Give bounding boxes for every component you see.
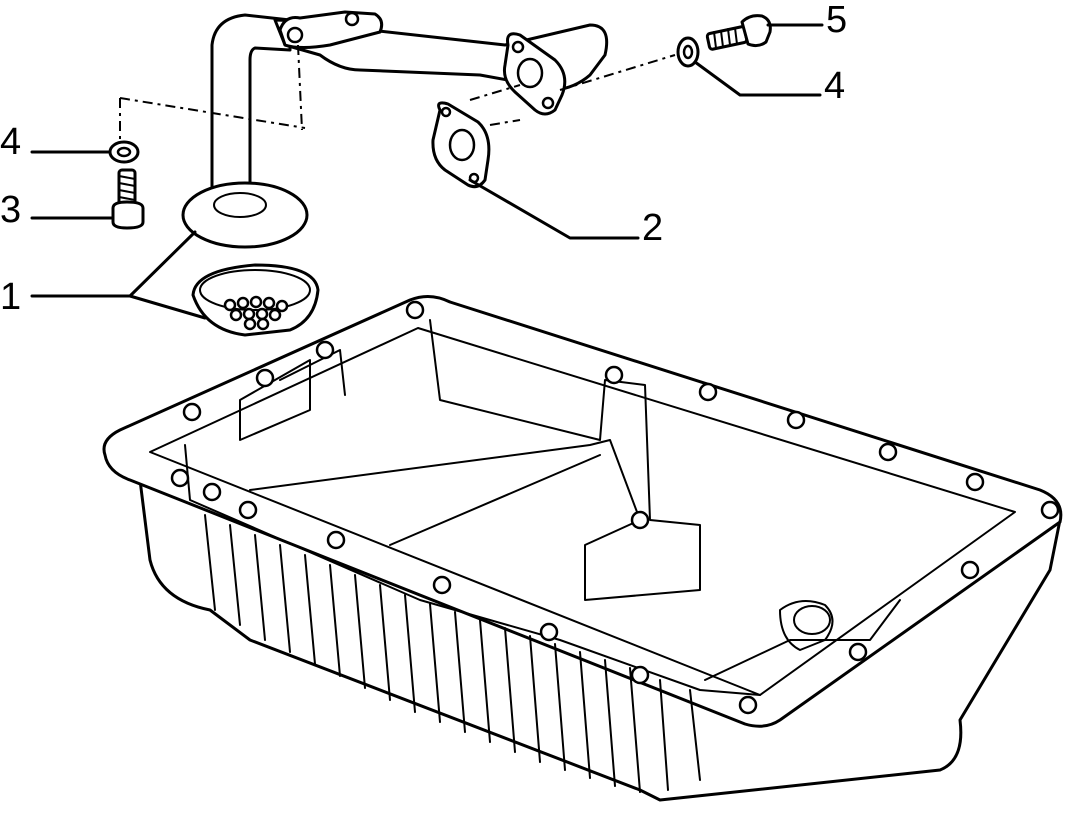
leader-lines (30, 23, 824, 320)
pickup-strainer-cap (181, 181, 309, 249)
callouts: 1 2 3 4 4 5 (0, 0, 847, 318)
flange-bolt-hole-b (541, 96, 555, 110)
oil-pan-bolt-holes (170, 300, 1060, 715)
leader-4-right (693, 60, 822, 97)
bolt-left-thread (118, 175, 136, 201)
assembly-centerlines (119, 44, 676, 140)
pickup-strainer-cap-collar (213, 192, 267, 218)
gasket-port (448, 128, 476, 162)
callout-1: 1 (0, 276, 21, 318)
pickup-tube-bracket-hole (286, 26, 304, 44)
gasket-bolt-hole-a (440, 106, 452, 118)
strainer-screen (191, 263, 320, 337)
bolt-right-head (740, 14, 772, 48)
oil-pan-flange (102, 295, 1063, 728)
bolt-left (111, 168, 145, 230)
oil-pan-inner-wall (184, 444, 761, 696)
leader-2 (468, 178, 640, 240)
gasket (431, 101, 491, 189)
leader-1 (30, 230, 207, 320)
flange-bolt-hole-a (511, 40, 525, 54)
bolt-right-shank (705, 25, 749, 51)
oil-pan-drain-boss (704, 599, 901, 681)
callout-5: 5 (826, 0, 847, 41)
oil-pan-fins (204, 514, 701, 793)
oil-pan-inner-rib (429, 319, 701, 601)
washer-right (676, 36, 700, 68)
callout-4-left: 4 (0, 121, 21, 163)
oil-pickup-tube (181, 10, 609, 249)
callout-2: 2 (642, 207, 663, 249)
pickup-tube-outlet-port (516, 57, 544, 89)
oil-pan-flange-inner (149, 327, 1016, 696)
oil-pan-inner-divider (249, 439, 641, 546)
washer-left (108, 140, 140, 164)
bolt-right (705, 14, 772, 51)
strainer-screen-rim (199, 269, 311, 311)
oil-pan-drain-ring (793, 605, 831, 635)
callout-4-right: 4 (824, 65, 845, 107)
oil-pan-baffle (239, 349, 346, 441)
bolt-left-head (111, 200, 145, 230)
strainer-mesh (223, 295, 289, 331)
bolt-right-thread (713, 27, 738, 49)
pickup-tube-bracket-hole-2 (344, 11, 360, 27)
callout-3: 3 (0, 189, 21, 231)
oil-pan (102, 295, 1063, 802)
pickup-tube-vertical (210, 13, 292, 197)
